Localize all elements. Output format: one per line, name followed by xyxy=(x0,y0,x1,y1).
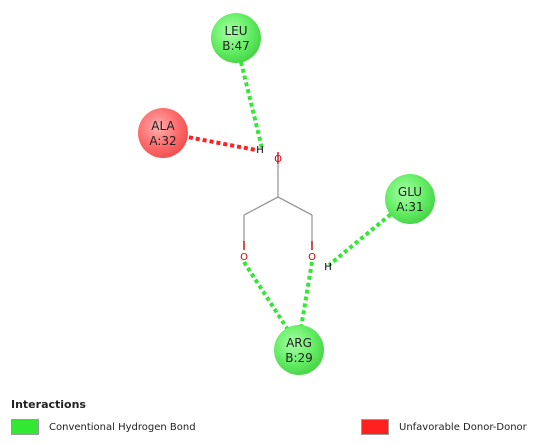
oxygen-atom-label: O xyxy=(274,154,282,165)
residue-chain: B:29 xyxy=(285,351,313,365)
oxygen-atom-label: O xyxy=(240,252,248,263)
legend-label: Conventional Hydrogen Bond xyxy=(49,421,196,433)
oh-bond-stubs xyxy=(243,152,313,250)
hbond-line-arg-left xyxy=(242,260,294,338)
hbond-line-glu xyxy=(327,208,398,267)
residue-name: GLU xyxy=(398,185,422,199)
residue-node-leu[interactable]: LEU B:47 xyxy=(211,13,261,63)
residue-chain: A:32 xyxy=(149,134,176,148)
residue-circle xyxy=(211,13,261,63)
ligand-bond xyxy=(243,196,279,216)
legend-label: Unfavorable Donor-Donor xyxy=(399,421,527,433)
residue-circle xyxy=(385,174,435,224)
hbond-line-arg-right xyxy=(298,261,314,335)
residue-node-glu[interactable]: GLU A:31 xyxy=(385,174,435,224)
legend-swatch-hbond xyxy=(11,419,39,435)
residue-node-arg[interactable]: ARG B:29 xyxy=(274,325,324,375)
legend-item-unfavorable: Unfavorable Donor-Donor xyxy=(361,418,527,436)
residue-name: ARG xyxy=(286,336,312,350)
interaction-lines xyxy=(181,61,398,338)
residue-circle xyxy=(274,325,324,375)
residue-name: ALA xyxy=(151,119,175,133)
residue-chain: B:47 xyxy=(222,39,250,53)
legend-swatch-unfavorable xyxy=(361,419,389,435)
residue-circle xyxy=(138,108,188,158)
residue-chain: A:31 xyxy=(396,200,423,214)
oxygen-atom-label: O xyxy=(308,252,316,263)
hbond-line-leu xyxy=(239,61,264,149)
legend-item-hbond: Conventional Hydrogen Bond xyxy=(11,418,196,436)
unfavorable-line-ala xyxy=(181,134,257,152)
ligand-bond xyxy=(277,196,313,216)
hydrogen-atom-label: H xyxy=(324,262,332,273)
residue-name: LEU xyxy=(224,24,247,38)
ligand-skeleton xyxy=(243,164,313,250)
legend-title: Interactions xyxy=(11,398,86,411)
hydrogen-atom-label: H xyxy=(256,145,264,156)
residue-node-ala[interactable]: ALA A:32 xyxy=(138,108,188,158)
